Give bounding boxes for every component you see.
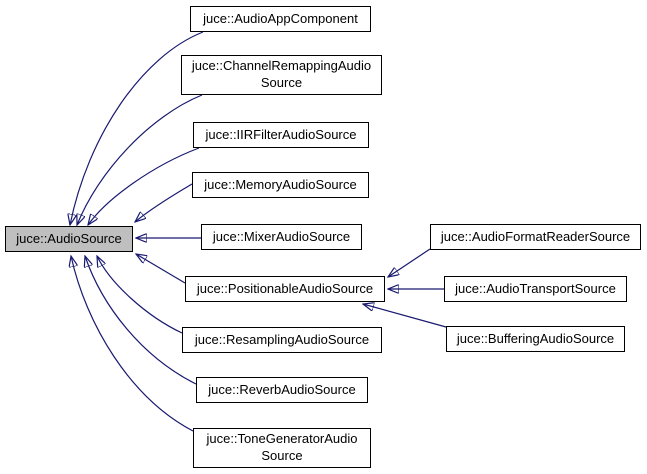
node-audio-app-component[interactable]: juce::AudioAppComponent — [190, 6, 371, 32]
node-label: juce::AudioAppComponent — [203, 10, 358, 26]
node-label: juce::AudioSource — [16, 230, 122, 246]
node-label: juce::ToneGeneratorAudio Source — [206, 431, 358, 463]
node-resampling-audio-source[interactable]: juce::ResamplingAudioSource — [182, 327, 382, 353]
edge-memory-audio-source-to-audio-source — [135, 183, 193, 222]
edge-reverb-audio-source-to-audio-source — [85, 256, 197, 385]
edge-iir-filter-audio-source-to-audio-source — [88, 147, 200, 225]
edge-audio-format-reader-source-to-positionable-audio-source — [388, 248, 431, 277]
node-audio-format-reader-source[interactable]: juce::AudioFormatReaderSource — [430, 224, 641, 250]
node-label: juce::ResamplingAudioSource — [194, 331, 370, 347]
node-label: juce::MemoryAudioSource — [204, 176, 357, 192]
node-label: juce::ReverbAudioSource — [208, 381, 356, 397]
node-audio-transport-source[interactable]: juce::AudioTransportSource — [444, 276, 627, 302]
node-iir-filter-audio-source[interactable]: juce::IIRFilterAudioSource — [193, 122, 369, 148]
node-label: juce::IIRFilterAudioSource — [205, 126, 357, 142]
node-label: juce::ChannelRemappingAudio Source — [191, 58, 372, 90]
edge-positionable-audio-source-to-audio-source — [136, 254, 186, 284]
node-label: juce::AudioFormatReaderSource — [440, 228, 631, 244]
edge-channel-remapping-audio-source-to-audio-source — [77, 94, 203, 225]
edge-resampling-audio-source-to-audio-source — [97, 256, 183, 334]
node-label: juce::BufferingAudioSource — [456, 330, 615, 346]
node-channel-remapping-audio-source[interactable]: juce::ChannelRemappingAudio Source — [181, 55, 382, 95]
node-label: juce::PositionableAudioSource — [196, 280, 374, 296]
node-buffering-audio-source[interactable]: juce::BufferingAudioSource — [446, 326, 625, 352]
node-label: juce::MixerAudioSource — [212, 228, 351, 244]
node-audio-source: juce::AudioSource — [5, 226, 133, 252]
node-positionable-audio-source[interactable]: juce::PositionableAudioSource — [185, 276, 385, 302]
node-memory-audio-source[interactable]: juce::MemoryAudioSource — [192, 172, 369, 198]
edge-audio-app-component-to-audio-source — [70, 31, 204, 225]
node-mixer-audio-source[interactable]: juce::MixerAudioSource — [201, 224, 362, 250]
node-label: juce::AudioTransportSource — [455, 280, 616, 296]
edge-tone-generator-audio-source-to-audio-source — [71, 256, 194, 432]
node-reverb-audio-source[interactable]: juce::ReverbAudioSource — [196, 377, 368, 403]
node-tone-generator-audio-source[interactable]: juce::ToneGeneratorAudio Source — [193, 428, 371, 468]
edge-buffering-audio-source-to-positionable-audio-source — [363, 304, 447, 328]
